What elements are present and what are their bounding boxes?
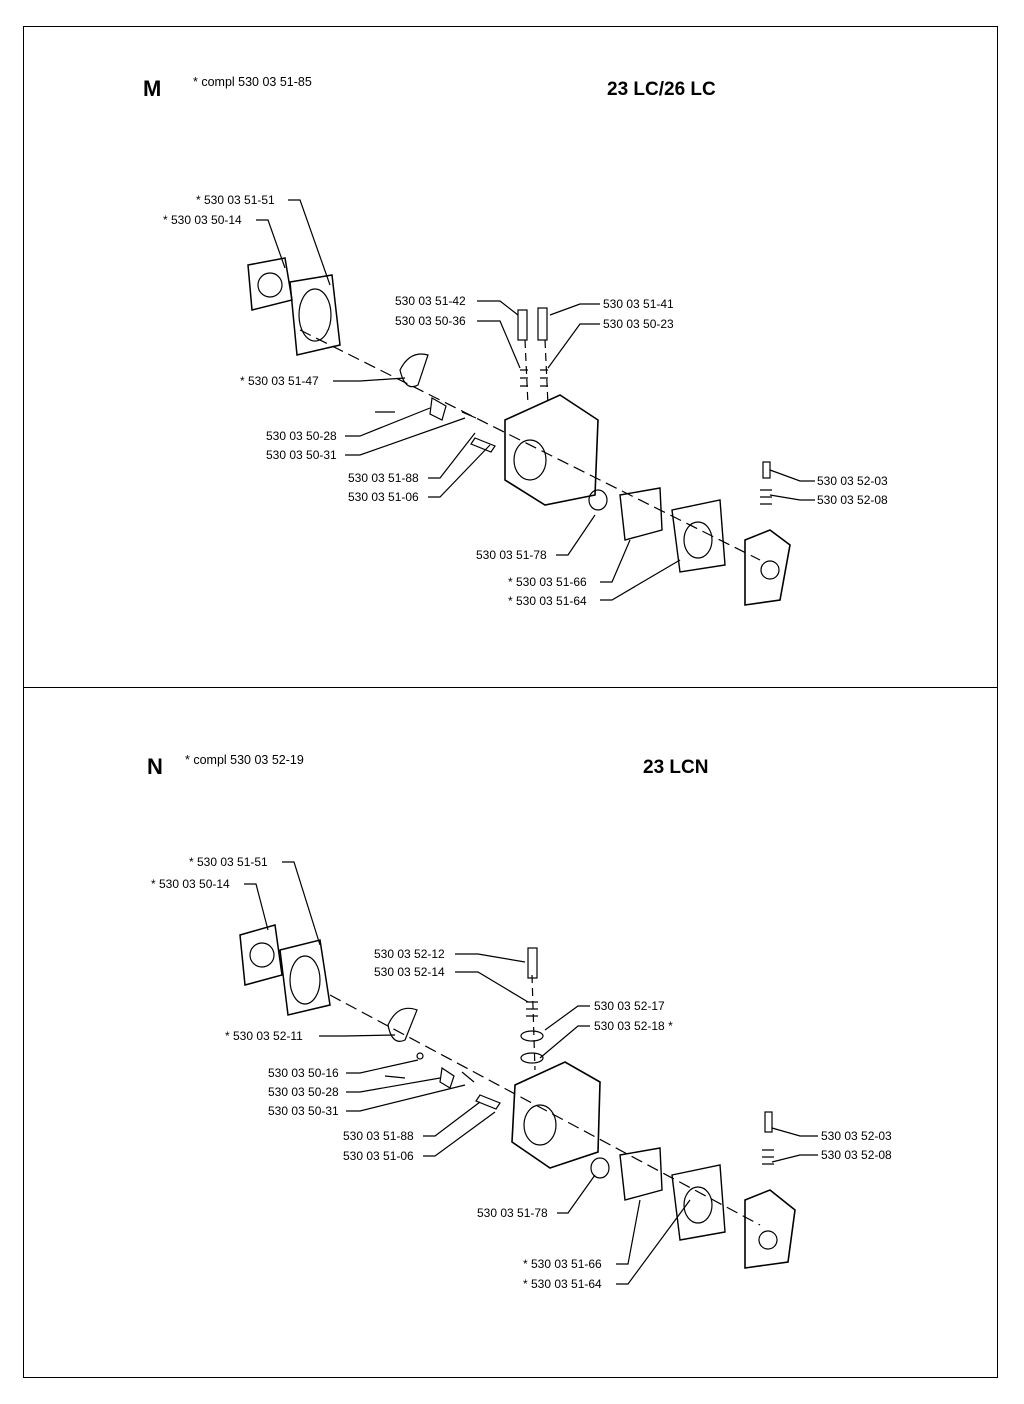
part-label: * 530 03 50-14	[163, 213, 242, 227]
part-label: 530 03 52-08	[821, 1148, 892, 1162]
part-label: * 530 03 51-51	[196, 193, 275, 207]
panel-letter: M	[143, 76, 162, 101]
panel-letter: N	[147, 754, 163, 779]
part-label: * 530 03 51-64	[508, 594, 587, 608]
part-label: 530 03 51-42	[395, 294, 466, 308]
part-label: 530 03 52-18 *	[594, 1019, 673, 1033]
part-label: 530 03 51-78	[477, 1206, 548, 1220]
part-label: * 530 03 51-47	[240, 374, 319, 388]
complete-kit-number: * compl 530 03 51-85	[193, 75, 312, 89]
part-label: 530 03 51-06	[343, 1149, 414, 1163]
part-label: 530 03 51-88	[348, 471, 419, 485]
part-label: 530 03 50-16	[268, 1066, 339, 1080]
part-label: * 530 03 50-14	[151, 877, 230, 891]
part-label: 530 03 52-03	[817, 474, 888, 488]
part-label: * 530 03 52-11	[225, 1029, 303, 1043]
part-label: 530 03 51-88	[343, 1129, 414, 1143]
part-label: * 530 03 51-66	[508, 575, 587, 589]
part-label: 530 03 50-31	[268, 1104, 339, 1118]
part-label: 530 03 50-36	[395, 314, 466, 328]
part-label: 530 03 51-41	[603, 297, 674, 311]
part-label: 530 03 51-06	[348, 490, 419, 504]
part-label: 530 03 52-08	[817, 493, 888, 507]
part-label: * 530 03 51-64	[523, 1277, 602, 1291]
part-label: 530 03 50-28	[268, 1085, 339, 1099]
part-label: 530 03 52-03	[821, 1129, 892, 1143]
model-title: 23 LC/26 LC	[607, 79, 716, 100]
panel-n-frame	[23, 687, 998, 1378]
model-title: 23 LCN	[643, 757, 709, 778]
part-label: 530 03 50-23	[603, 317, 674, 331]
part-label: 530 03 52-14	[374, 965, 445, 979]
part-label: * 530 03 51-66	[523, 1257, 602, 1271]
part-label: 530 03 52-12	[374, 947, 445, 961]
part-label: 530 03 52-17	[594, 999, 665, 1013]
part-label: * 530 03 51-51	[189, 855, 268, 869]
part-label: 530 03 50-31	[266, 448, 337, 462]
complete-kit-number: * compl 530 03 52-19	[185, 753, 304, 767]
part-label: 530 03 50-28	[266, 429, 337, 443]
part-label: 530 03 51-78	[476, 548, 547, 562]
